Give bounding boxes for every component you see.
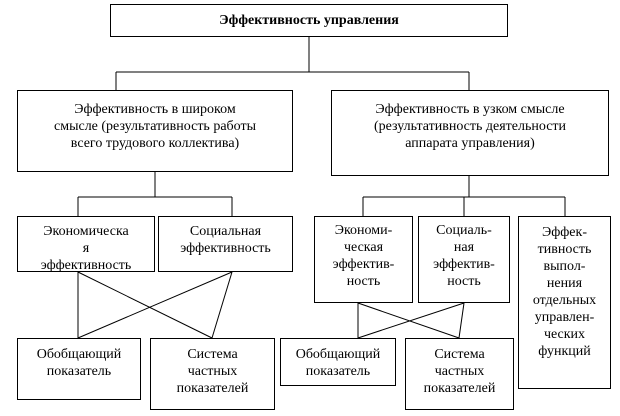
- functions-line-5: отдельных: [532, 293, 597, 308]
- functions-line-4: нения: [546, 276, 583, 291]
- broad-efficiency-line-1: Эффективность в широком: [74, 102, 236, 117]
- narrow-efficiency-box: Эффективность в узком смысле (результати…: [331, 90, 609, 176]
- broad-social-efficiency-box: Социальная эффективность: [158, 216, 293, 272]
- management-functions-efficiency-box: Эффек- тивность выпол- нения отдельных у…: [518, 216, 611, 389]
- connector-broad-economic-to-partial: [77, 271, 213, 339]
- functions-line-2: тивность: [537, 242, 592, 257]
- broad-efficiency-line-3: всего трудового коллектива): [70, 136, 240, 151]
- narrow-social-line-2: ная: [453, 240, 475, 255]
- narrow-partial-line-1: Система: [434, 347, 485, 362]
- functions-line-3: выпол-: [543, 259, 586, 274]
- root-node-box: Эффективность управления: [110, 4, 508, 37]
- broad-partial-line-2: частных: [187, 364, 238, 379]
- narrow-social-efficiency-box: Социаль- ная эффектив- ность: [418, 216, 510, 303]
- narrow-general-line-2: показатель: [305, 364, 371, 379]
- narrow-general-line-1: Обобщающий: [295, 347, 381, 362]
- narrow-economic-efficiency-box: Экономи- ческая эффектив- ность: [314, 216, 413, 303]
- root-node-label: Эффективность управления: [219, 13, 399, 28]
- narrow-partial-line-3: показателей: [423, 381, 496, 396]
- functions-line-6: управлен-: [534, 310, 595, 325]
- broad-partial-line-3: показателей: [176, 381, 249, 396]
- connector-broad-social-to-partial: [211, 271, 233, 339]
- broad-economic-line-2: я: [82, 241, 90, 256]
- broad-partial-line-1: Система: [187, 347, 238, 362]
- narrow-general-indicator-box: Обобщающий показатель: [280, 338, 396, 386]
- narrow-economic-line-3: эффектив-: [332, 257, 395, 272]
- narrow-efficiency-line-1: Эффективность в узком смысле: [375, 102, 565, 117]
- broad-social-line-1: Социальная: [189, 224, 262, 239]
- narrow-economic-line-2: ческая: [343, 240, 384, 255]
- narrow-efficiency-line-3: аппарата управления): [405, 136, 535, 151]
- broad-economic-line-3: эффективность: [40, 258, 132, 272]
- narrow-efficiency-line-2: (результативность деятельности: [373, 119, 567, 134]
- connector-narrow-social-to-general: [357, 302, 465, 339]
- functions-line-8: функций: [538, 344, 591, 359]
- narrow-social-line-1: Социаль-: [436, 223, 492, 238]
- broad-economic-line-1: Экономическа: [43, 224, 129, 239]
- narrow-economic-line-4: ность: [346, 274, 381, 289]
- narrow-social-line-3: эффектив-: [433, 257, 495, 272]
- broad-economic-efficiency-box: Экономическа я эффективность: [17, 216, 155, 272]
- broad-partial-indicators-box: Система частных показателей: [150, 338, 275, 410]
- narrow-partial-line-2: частных: [434, 364, 485, 379]
- narrow-economic-line-1: Экономи-: [334, 223, 393, 238]
- broad-general-line-2: показатель: [46, 364, 112, 379]
- broad-social-line-2: эффективность: [180, 241, 271, 256]
- broad-general-indicator-box: Обобщающий показатель: [17, 338, 141, 400]
- functions-line-1: Эффек-: [542, 225, 587, 240]
- connector-broad-social-to-general: [77, 271, 233, 339]
- broad-efficiency-line-2: смысле (результативность работы: [54, 119, 256, 134]
- connector-narrow-social-to-partial: [458, 302, 465, 339]
- broad-general-line-1: Обобщающий: [36, 347, 122, 362]
- connector-narrow-economic-to-partial: [357, 302, 460, 339]
- broad-efficiency-box: Эффективность в широком смысле (результа…: [17, 90, 293, 172]
- narrow-partial-indicators-box: Система частных показателей: [405, 338, 514, 410]
- narrow-social-line-4: ность: [447, 274, 481, 289]
- functions-line-7: ческих: [543, 327, 586, 342]
